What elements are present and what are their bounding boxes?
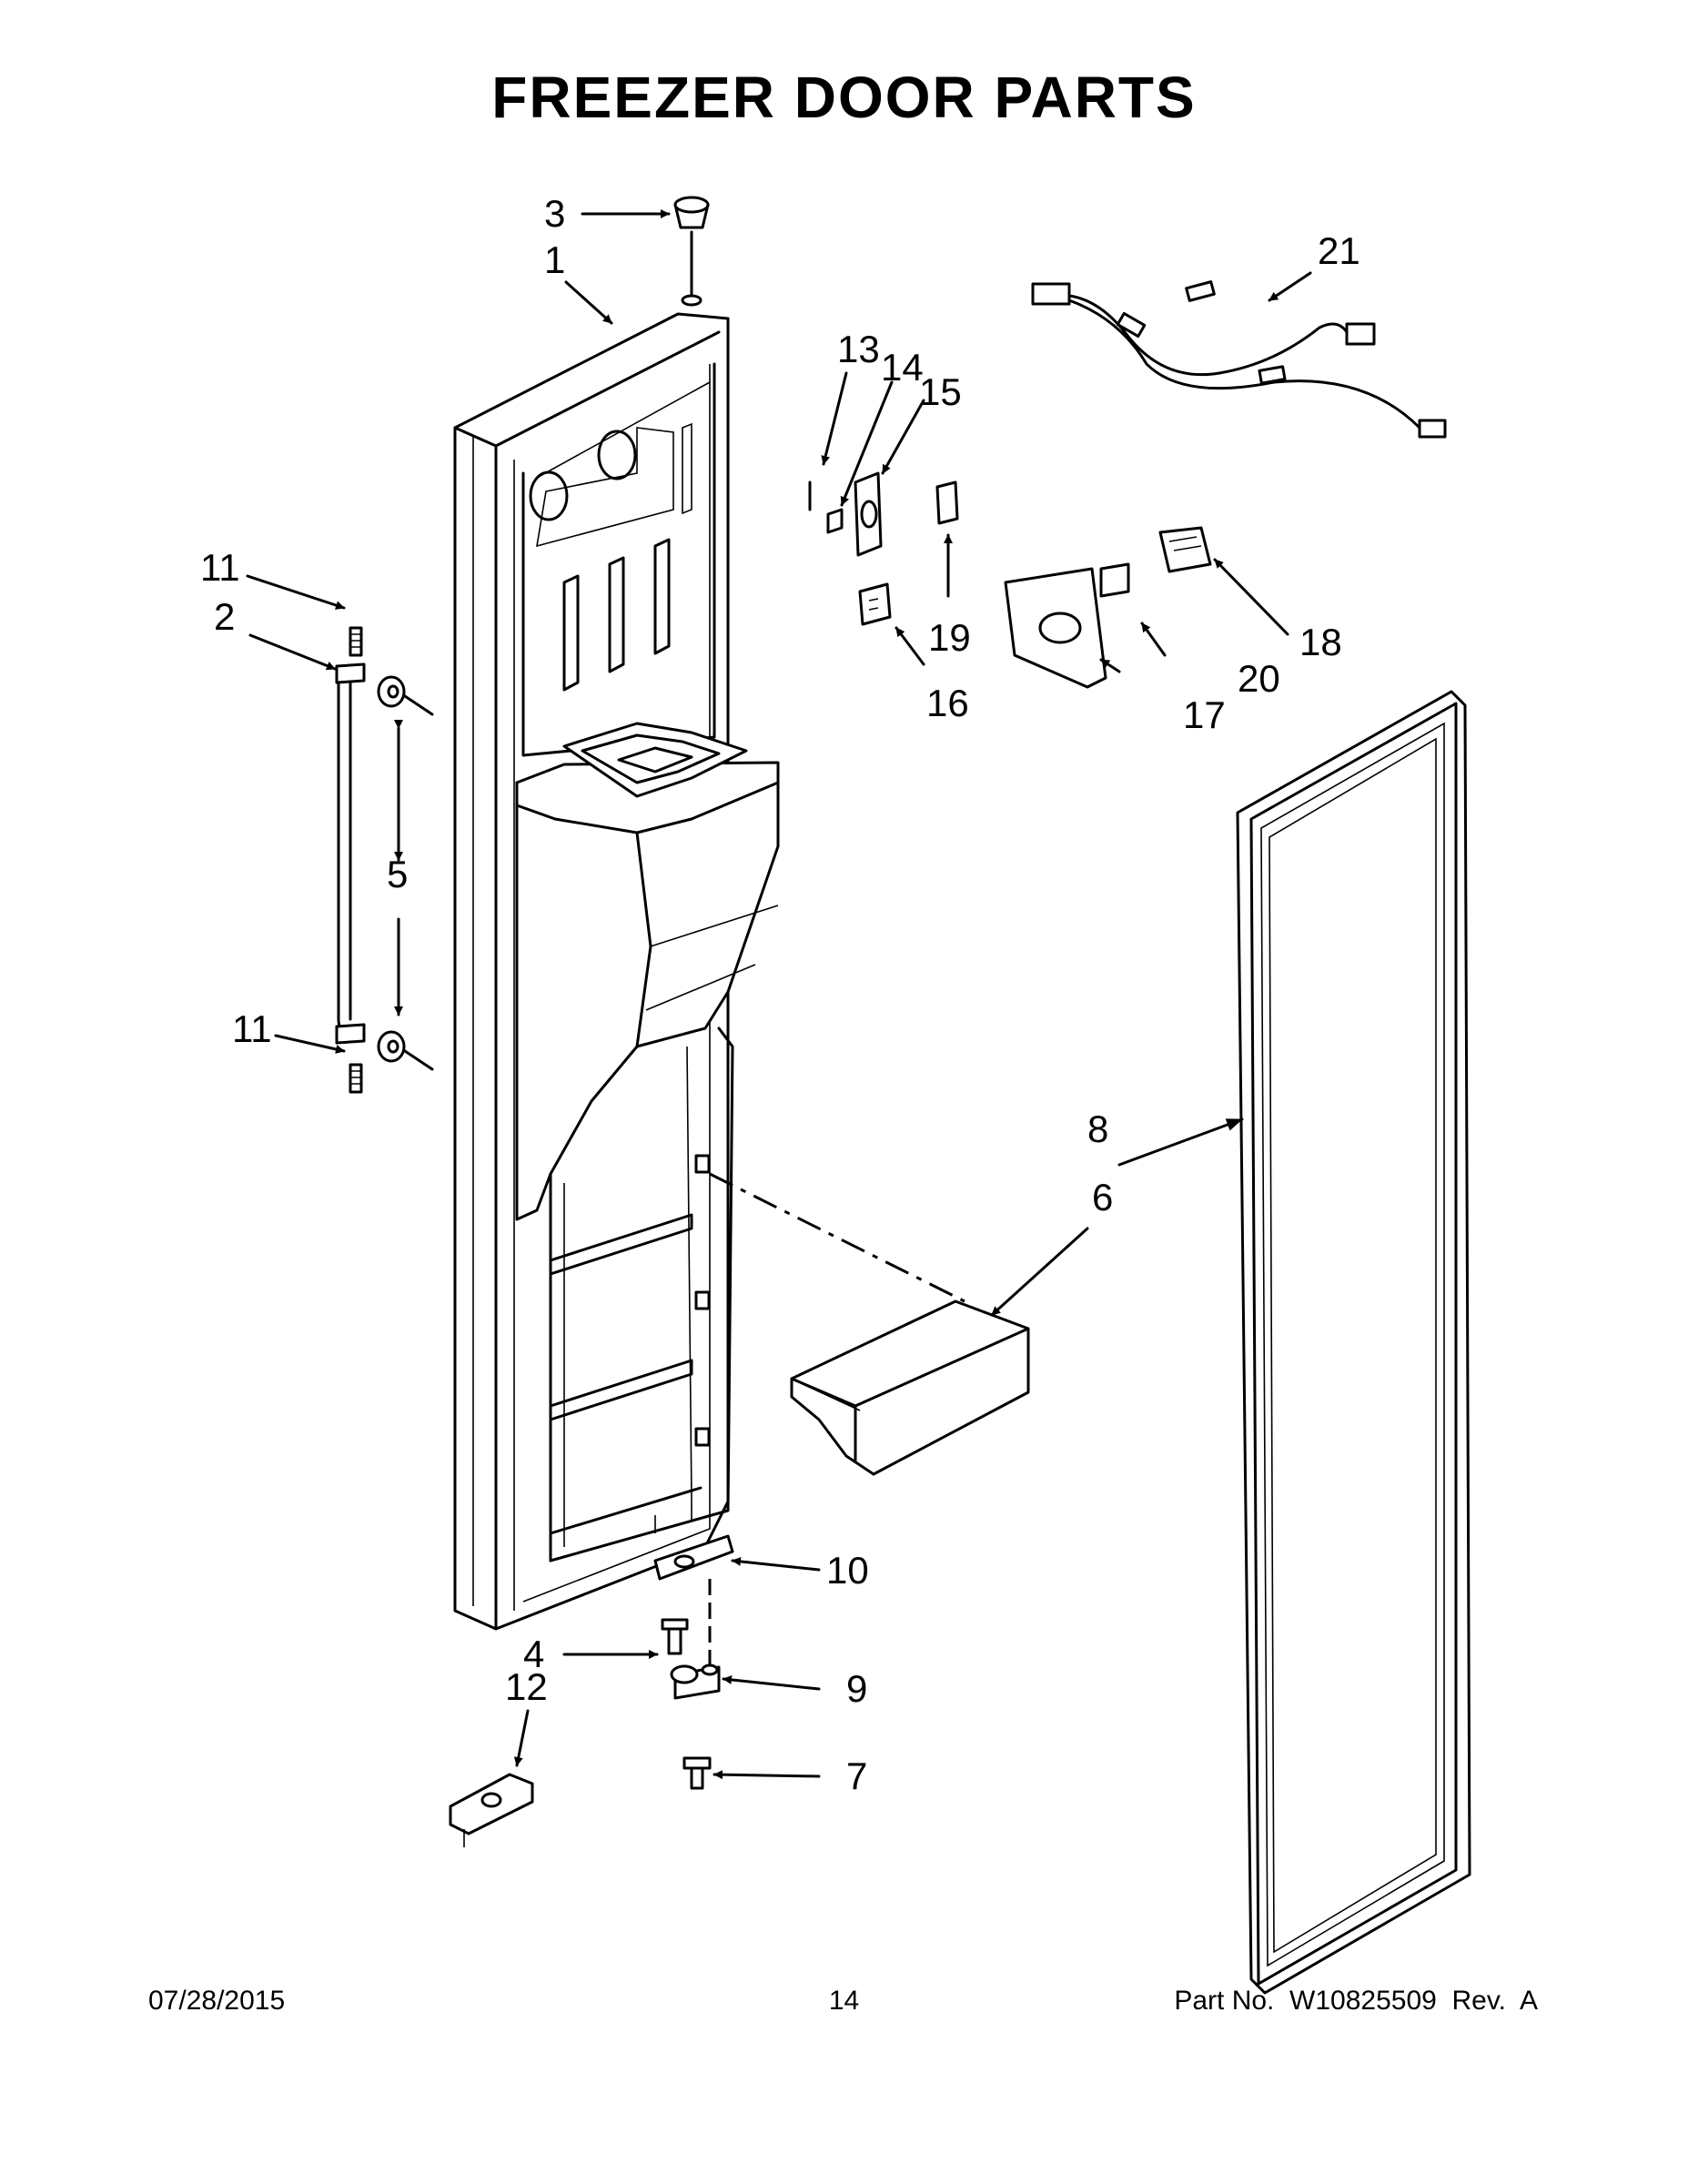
- callout-11-top: 11: [200, 546, 240, 589]
- callout-1: 1: [544, 238, 565, 281]
- hinge-hardware: [449, 1534, 734, 1847]
- callout-20: 20: [1238, 657, 1280, 700]
- callout-12: 12: [505, 1665, 548, 1708]
- page-title: FREEZER DOOR PARTS: [491, 65, 1197, 130]
- part-6-bin: [790, 1299, 1030, 1476]
- part-3-plug: [673, 196, 710, 307]
- callout-7: 7: [846, 1754, 867, 1797]
- callout-3: 3: [544, 192, 565, 235]
- callout-13: 13: [837, 328, 880, 370]
- callout-11-bottom: 11: [232, 1007, 272, 1050]
- callout-16: 16: [926, 682, 969, 724]
- part-21-wire-harness: [1031, 280, 1447, 439]
- dispenser-small-parts: [808, 471, 1212, 689]
- footer-part-number: Part No. W10825509 Rev. A: [1174, 1986, 1538, 2016]
- leader-lines: [246, 209, 1312, 1780]
- callout-18: 18: [1299, 621, 1342, 663]
- freezer-door-liner: [453, 312, 780, 1631]
- callout-14: 14: [881, 346, 924, 389]
- callout-8: 8: [1087, 1107, 1108, 1150]
- callout-19: 19: [928, 616, 971, 659]
- callout-17: 17: [1183, 693, 1226, 736]
- callout-21: 21: [1318, 229, 1360, 272]
- callout-9: 9: [846, 1667, 867, 1710]
- part-8-gasket: [1236, 690, 1471, 1995]
- footer-page-number: 14: [828, 1986, 860, 2016]
- part-2-handle: [335, 626, 434, 1094]
- callout-4: 4: [523, 1633, 544, 1675]
- callout-15: 15: [919, 370, 962, 413]
- dashed-alignment-lines: [708, 1172, 965, 1670]
- callout-6: 6: [1092, 1176, 1113, 1218]
- callout-5: 5: [387, 853, 408, 895]
- callout-2: 2: [214, 595, 235, 638]
- footer-date: 07/28/2015: [148, 1986, 286, 2016]
- callout-10: 10: [826, 1549, 869, 1592]
